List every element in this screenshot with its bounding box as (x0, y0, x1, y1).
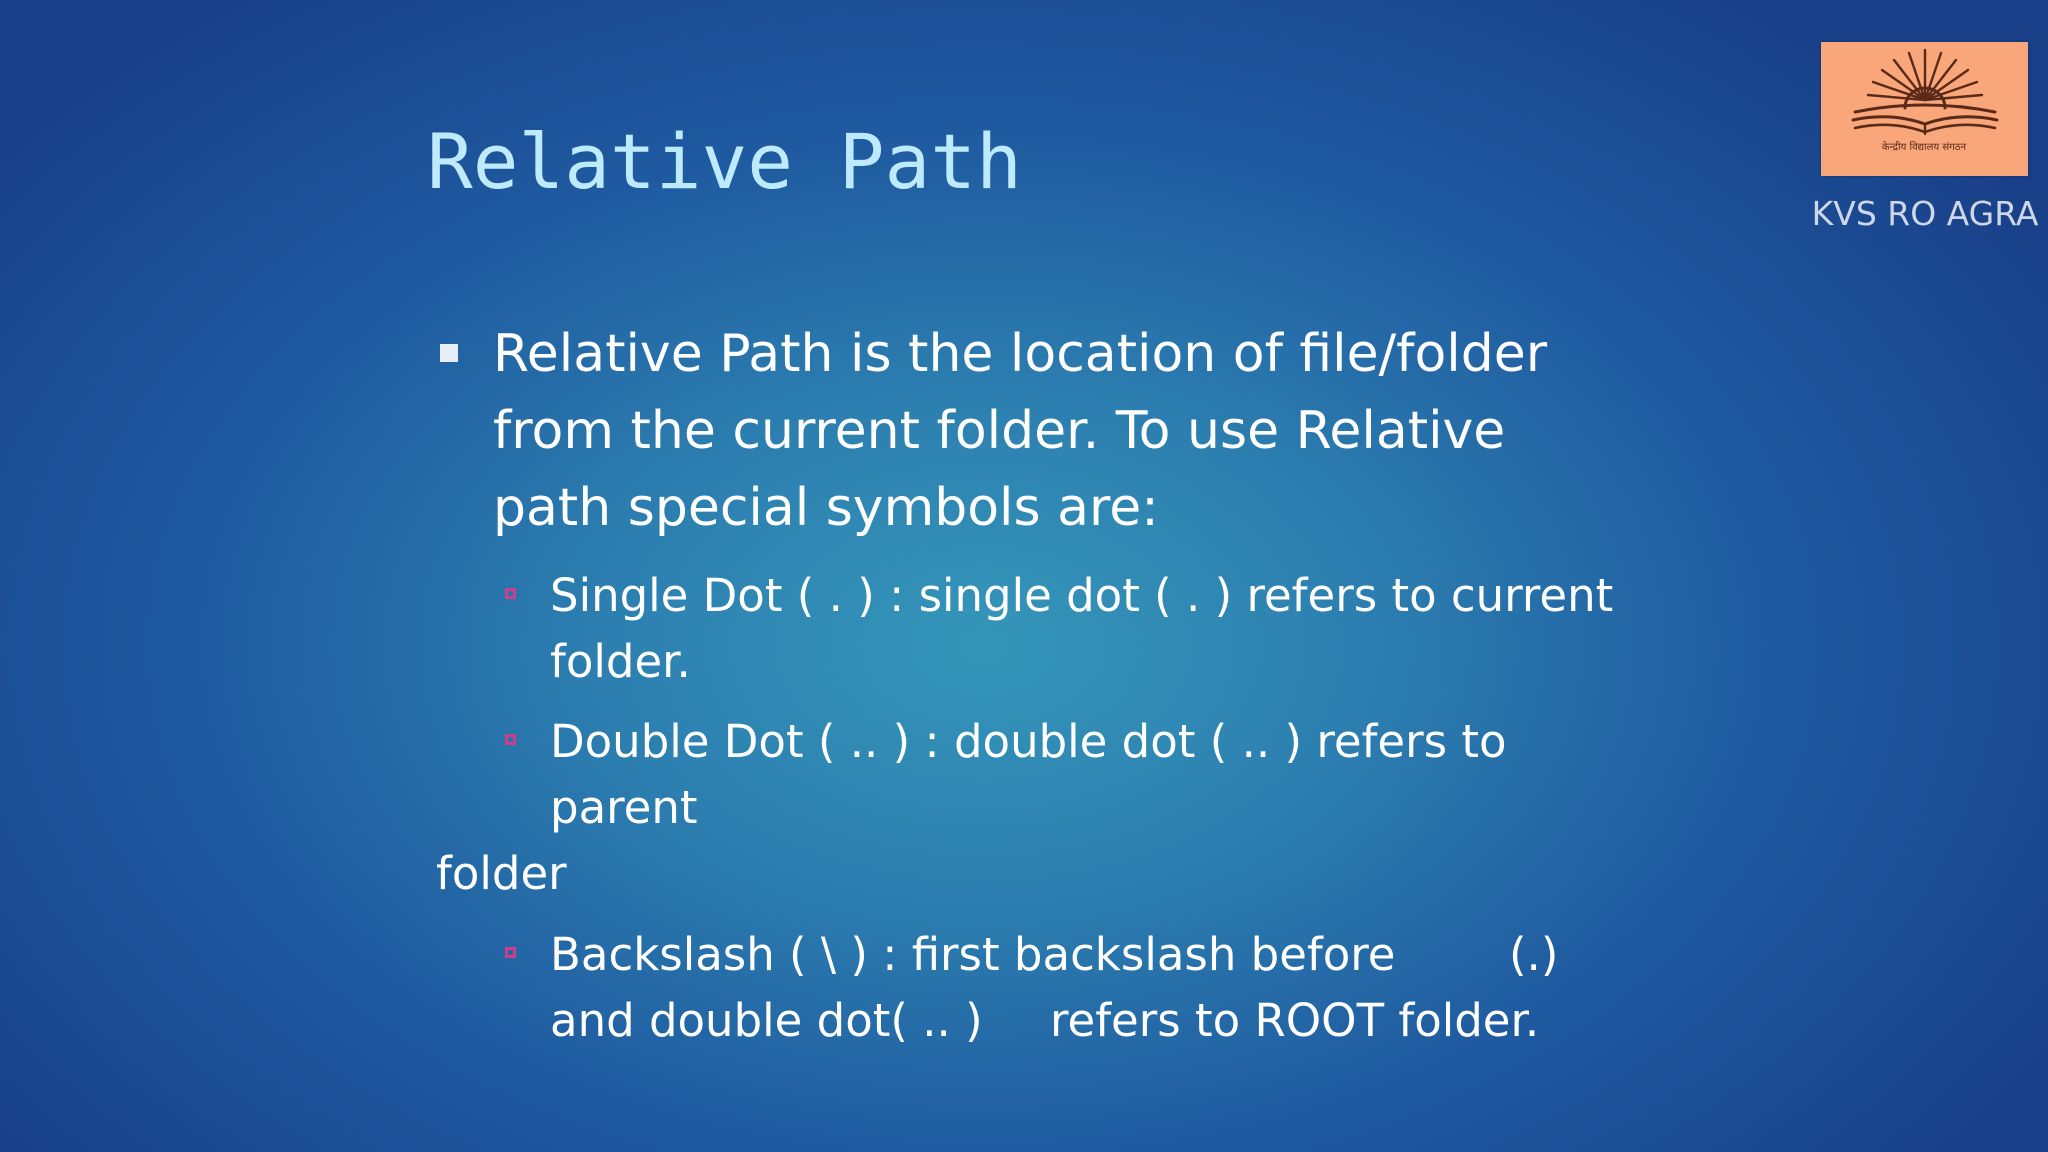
double-dot-line-2: parent (550, 781, 698, 834)
slide-title: Relative Path (427, 117, 1022, 206)
double-dot-line-3: folder (436, 847, 567, 900)
svg-text:केन्द्रीय विद्यालय संगठन: केन्द्रीय विद्यालय संगठन (1882, 141, 1967, 153)
intro-line-2: from the current folder. To use Relative (493, 401, 1506, 461)
bullet-square-icon (440, 344, 458, 362)
backslash-line-1-tail: (.) (1509, 928, 1559, 981)
sub-bullet-icon (505, 588, 516, 599)
single-dot-line-1: Single Dot ( . ) : single dot ( . ) refe… (550, 569, 1614, 622)
rising-sun-over-book-icon (1851, 48, 1999, 136)
backslash-line-2: and double dot( .. ) (550, 994, 983, 1047)
intro-line-3: path special symbols are: (493, 478, 1159, 538)
single-dot-line-2: folder. (550, 635, 691, 688)
logo-caption: KVS RO AGRA (1811, 194, 2039, 233)
backslash-line-2-tail: refers to ROOT folder. (1050, 994, 1540, 1047)
double-dot-line-1: Double Dot ( .. ) : double dot ( .. ) re… (550, 715, 1507, 768)
intro-line-1: Relative Path is the location of file/fo… (493, 324, 1548, 384)
sub-bullet-icon (505, 947, 516, 958)
seal-text: केन्द्रीय विद्यालय संगठन (1882, 141, 1967, 153)
kvs-logo: केन्द्रीय विद्यालय संगठन (1821, 42, 2028, 176)
backslash-line-1: Backslash ( \ ) : first backslash before (550, 928, 1396, 981)
sub-bullet-icon (505, 734, 516, 745)
